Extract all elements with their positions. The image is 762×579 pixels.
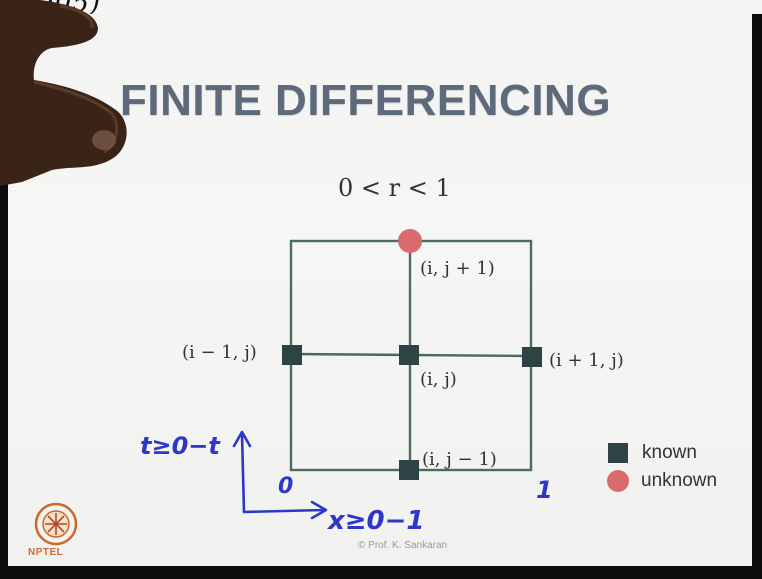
legend-unknown-label: unknown <box>641 470 718 491</box>
node-label-left: (i − 1, j) <box>182 342 257 363</box>
nptel-logo <box>34 502 78 546</box>
slide-title: FINITE DIFFERENCING <box>120 76 612 125</box>
handwritten-axes <box>232 430 328 520</box>
legend: known unknown <box>607 439 718 495</box>
known-swatch <box>608 443 628 463</box>
t-axis-arrowhead <box>232 430 252 448</box>
handwritten-t-range: t≥0−t <box>140 432 220 460</box>
known-node-center <box>399 345 419 365</box>
x-axis-arrowhead <box>310 500 328 520</box>
known-node-right <box>522 347 542 367</box>
condition-formula: 0 < r < 1 <box>338 174 451 202</box>
x-axis-arrow <box>242 508 326 514</box>
node-label-top: (i, j + 1) <box>420 258 495 279</box>
copyright: © Prof. K. Sankaran <box>358 540 448 551</box>
handwritten-x-range: x≥0−1 <box>328 506 425 536</box>
handwritten-x-end: 1 <box>536 476 553 504</box>
legend-unknown: unknown <box>607 467 718 495</box>
nptel-logo-text: NPTEL <box>28 547 64 558</box>
known-node-left <box>282 345 302 365</box>
node-label-right: (i + 1, j) <box>549 350 624 371</box>
presenter-hand <box>0 0 127 186</box>
legend-known-label: known <box>642 442 697 463</box>
unknown-node-top <box>398 229 422 253</box>
unknown-swatch <box>607 470 629 492</box>
node-label-center: (i, j) <box>420 369 457 390</box>
legend-known: known <box>608 439 717 467</box>
t-axis-arrow <box>240 432 246 514</box>
stencil-diagram <box>282 229 542 480</box>
node-label-bottom: (i, j − 1) <box>422 449 497 470</box>
known-node-bottom <box>399 460 419 480</box>
slide: FINITE DIFFERENCING 0 < r < 1 (i, j + 1)… <box>8 14 752 566</box>
handwritten-origin: 0 <box>278 474 294 499</box>
